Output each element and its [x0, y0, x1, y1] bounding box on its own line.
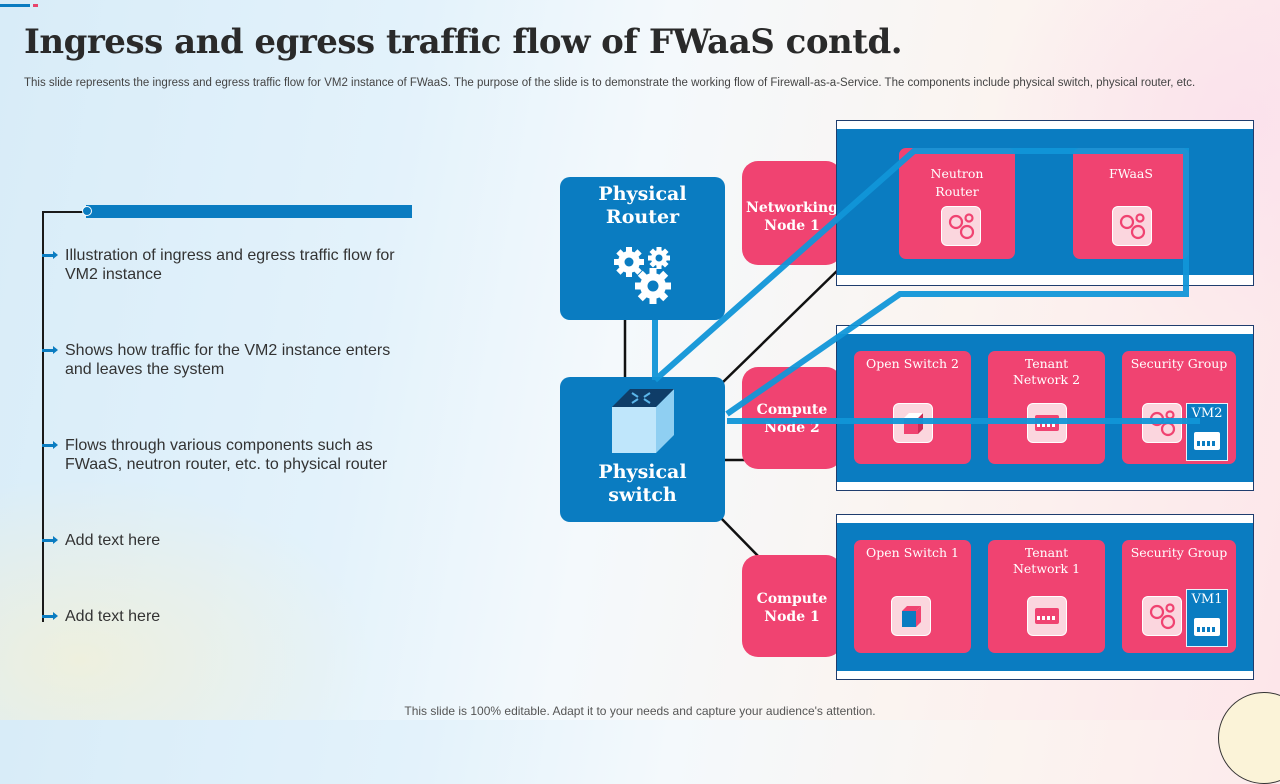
security-group-2-label: Security Group	[1130, 356, 1228, 371]
physical-router-label-line2: Router	[605, 206, 680, 228]
timeline-item-text: Add text here	[65, 532, 161, 549]
arrow-right-icon	[42, 536, 58, 544]
traffic-flow-path	[652, 148, 1200, 424]
networking-node-label-line2: Node 1	[764, 218, 820, 234]
physical-switch-box: Physical switch	[560, 377, 725, 522]
arrow-right-icon	[42, 441, 58, 449]
footer-note: This slide is 100% editable. Adapt it to…	[404, 704, 876, 718]
security-group-2-box: Security Group VM2	[1122, 351, 1236, 464]
compute-node-1-panel: Open Switch 1 Tenant Network 1 Security …	[836, 514, 1254, 680]
arrow-right-icon	[42, 346, 58, 354]
networking-node-label-line1: Networking	[746, 200, 838, 216]
security-group-1-box: Security Group VM1	[1122, 540, 1236, 653]
timeline-line	[42, 212, 44, 622]
timeline-item-text: Illustration of ingress and egress traff…	[65, 247, 395, 283]
tenant-network-1-box: Tenant Network 1	[988, 540, 1105, 653]
connector-lines	[623, 267, 841, 559]
tenant-network-1-label-line1: Tenant	[1024, 545, 1069, 560]
physical-switch-label-line2: switch	[608, 484, 677, 506]
neutron-router-label-line1: Neutron	[930, 166, 984, 181]
server-icon	[1194, 432, 1220, 450]
vm2-label: VM2	[1191, 406, 1223, 421]
physical-router-box: Physical Router	[560, 177, 725, 320]
compute-node-1-label-line2: Node 1	[764, 609, 820, 625]
cube-switch-icon	[612, 389, 674, 453]
compute-node-2-label-line1: Compute	[756, 402, 828, 418]
neutron-router-label-line2: Router	[935, 184, 979, 199]
arrow-right-icon	[42, 251, 58, 259]
compute-node-1: Compute Node 1	[742, 555, 842, 657]
page-subtitle: This slide represents the ingress and eg…	[24, 77, 1196, 89]
gears-icon	[941, 206, 981, 246]
accent-bar	[0, 4, 30, 7]
server-icon	[1027, 596, 1067, 636]
fwaas-box: FWaaS	[1073, 148, 1189, 259]
physical-switch-label-line1: Physical	[598, 461, 687, 483]
page-title: Ingress and egress traffic flow of FWaaS…	[24, 22, 903, 62]
gears-icon	[1112, 206, 1152, 246]
timeline-item-text: Shows how traffic for the VM2 instance e…	[65, 342, 391, 378]
physical-router-label-line1: Physical	[598, 183, 687, 205]
open-switch-2-label: Open Switch 2	[866, 356, 959, 371]
arrow-right-icon	[42, 612, 58, 620]
networking-node-1: Networking Node 1	[742, 161, 842, 265]
timeline-item-text: Flows through various components such as…	[65, 437, 388, 473]
timeline-connector	[42, 211, 86, 213]
security-group-1-label: Security Group	[1130, 545, 1228, 560]
timeline-header-bar	[86, 205, 412, 218]
timeline-item-text: Add text here	[65, 608, 161, 625]
switch-cube-icon	[891, 596, 931, 636]
tenant-network-2-box: Tenant Network 2	[988, 351, 1105, 464]
vm1-instance: VM1	[1186, 589, 1228, 647]
vm1-label: VM1	[1191, 592, 1223, 607]
compute-node-2-panel: Open Switch 2 Tenant Network 2 Security …	[836, 325, 1254, 491]
tenant-network-2-label-line2: Network 2	[1012, 372, 1081, 387]
tenant-network-2-label-line1: Tenant	[1024, 356, 1069, 371]
compute-node-1-label-line1: Compute	[756, 591, 828, 607]
tenant-network-1-label-line2: Network 1	[1012, 561, 1081, 576]
gears-icon	[1142, 596, 1182, 636]
open-switch-1-box: Open Switch 1	[854, 540, 971, 653]
vm2-instance: VM2	[1186, 403, 1228, 461]
timeline-dot	[82, 206, 92, 216]
fwaas-label: FWaaS	[1109, 166, 1153, 181]
neutron-router-box: Neutron Router	[899, 148, 1015, 259]
accent-bar-small	[33, 4, 38, 7]
open-switch-1-label: Open Switch 1	[866, 545, 959, 560]
gears-icon	[614, 247, 671, 304]
server-icon	[1194, 618, 1220, 636]
